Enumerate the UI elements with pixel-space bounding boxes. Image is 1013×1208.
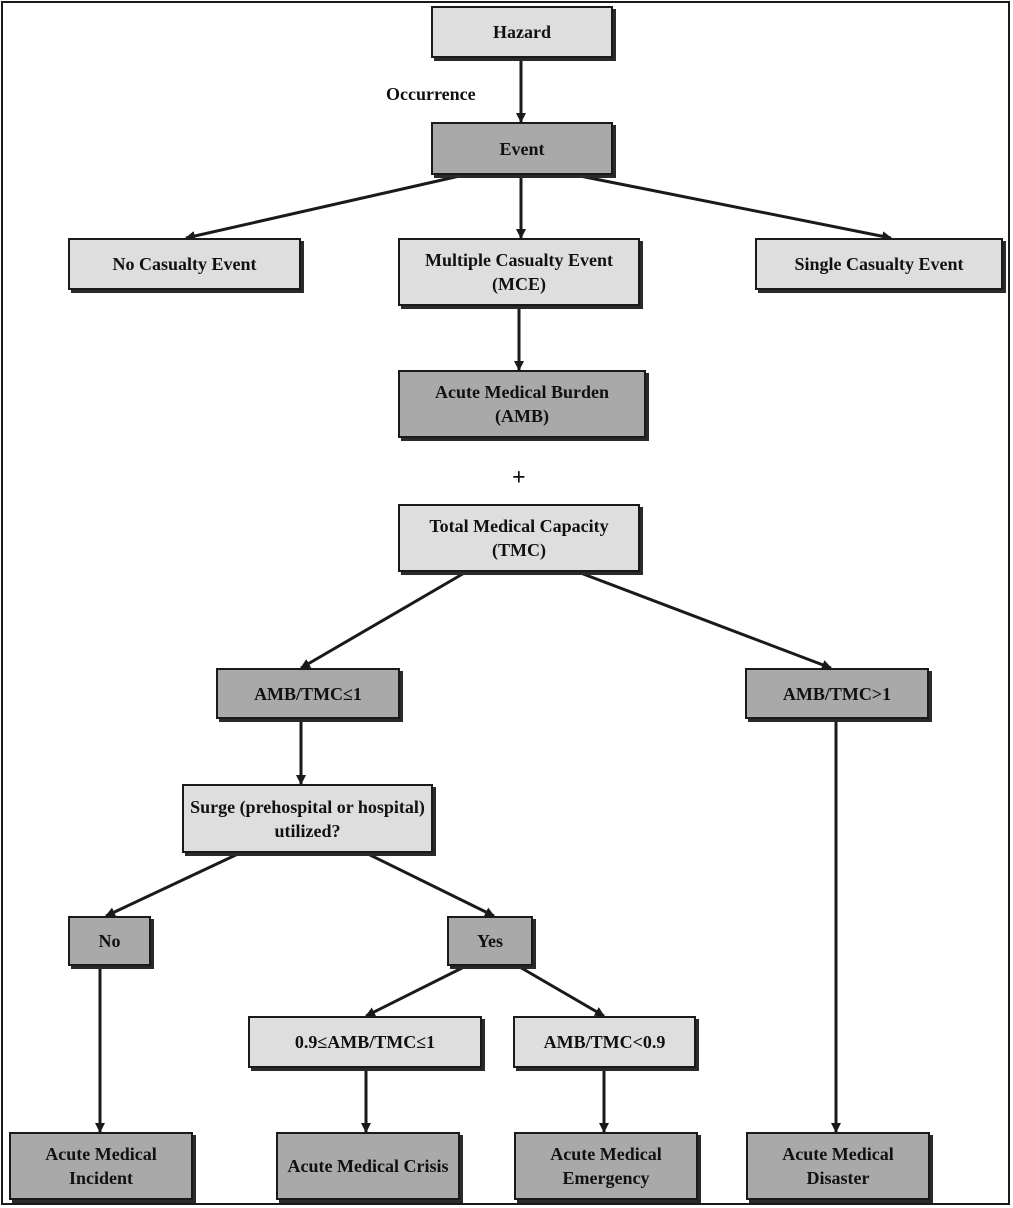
ratio-range-box: 0.9≤AMB/TMC≤1	[248, 1016, 482, 1068]
no-casualty-event-box: No Casualty Event	[68, 238, 301, 290]
yes-box: Yes	[447, 916, 533, 966]
ratio-lt-09-box: AMB/TMC<0.9	[513, 1016, 696, 1068]
arrow-yes-lt09	[517, 964, 605, 1018]
arrow-event-no-casualty	[185, 173, 465, 241]
no-box: No	[68, 916, 151, 966]
acute-medical-disaster-box: Acute Medical Disaster	[746, 1132, 930, 1200]
single-casualty-event-box: Single Casualty Event	[755, 238, 1003, 290]
ratio-le-1-box: AMB/TMC≤1	[216, 668, 400, 719]
plus-sign: +	[512, 465, 526, 491]
acute-medical-crisis-box: Acute Medical Crisis	[276, 1132, 460, 1200]
event-box: Event	[431, 122, 613, 175]
acute-medical-emergency-box: Acute Medical Emergency	[514, 1132, 698, 1200]
total-medical-capacity-box: Total Medical Capacity (TMC)	[398, 504, 640, 572]
arrow-surge-no	[105, 851, 241, 918]
occurrence-label: Occurrence	[386, 84, 476, 104]
hazard-box: Hazard	[431, 6, 613, 58]
arrow-yes-range	[365, 964, 467, 1018]
acute-medical-incident-box: Acute Medical Incident	[9, 1132, 193, 1200]
multiple-casualty-event-box: Multiple Casualty Event (MCE)	[398, 238, 640, 306]
acute-medical-burden-box: Acute Medical Burden (AMB)	[398, 370, 646, 438]
ratio-gt-1-box: AMB/TMC>1	[745, 668, 929, 719]
arrow-tmc-gt1	[577, 570, 832, 670]
arrow-event-single-casualty	[574, 173, 892, 242]
arrow-tmc-le1	[300, 570, 467, 670]
arrow-surge-yes	[365, 851, 495, 918]
surge-utilized-box: Surge (prehospital or hospital) utilized…	[182, 784, 433, 853]
